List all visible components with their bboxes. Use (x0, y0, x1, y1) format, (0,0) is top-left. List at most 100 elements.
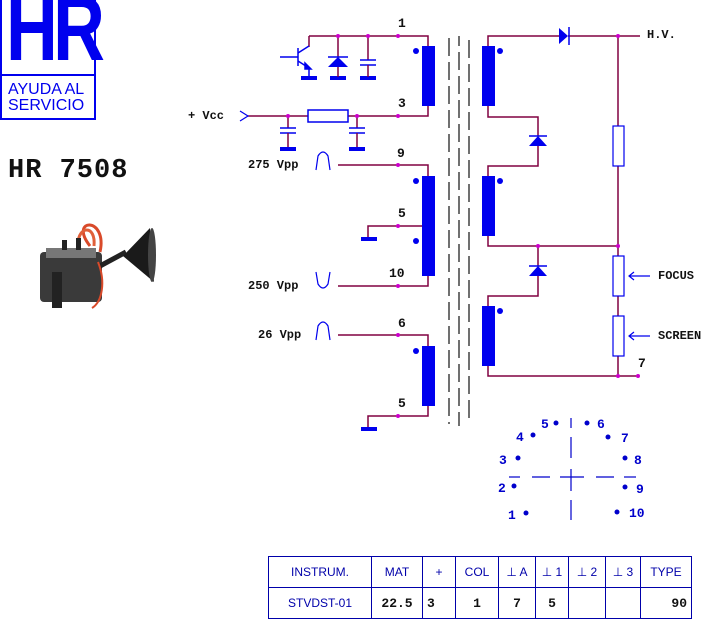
cascade-diode-icon (529, 135, 547, 146)
header-cell: + (422, 556, 456, 588)
polarity-dot (413, 48, 419, 54)
resistor-icon (307, 109, 349, 123)
screen-pot-icon (612, 315, 625, 357)
logo-tagline: AYUDA AL SERVICIO (8, 82, 84, 114)
screen-label: SCREEN (658, 329, 701, 343)
socket-pin-dot (614, 509, 620, 515)
wire-pin3 (336, 104, 429, 117)
node (396, 114, 400, 118)
winding-primary-3 (422, 346, 435, 406)
node (616, 34, 620, 38)
node (616, 244, 620, 248)
socket-pin-dot (553, 420, 559, 426)
value-cell: 3 (422, 587, 456, 619)
pin-label: 1 (398, 16, 406, 31)
socket-pin-dot (622, 484, 628, 490)
focus-arrow-icon (628, 271, 650, 281)
capacitor-icon (360, 59, 376, 77)
socket-pinout (509, 418, 636, 520)
socket-pin-label: 10 (629, 506, 645, 521)
winding-secondary-1 (482, 46, 495, 106)
polarity-dot (497, 48, 503, 54)
header-cell: ⊥ 1 (535, 556, 569, 588)
pin-label: 5 (398, 396, 406, 411)
wire-sec3-bottom (487, 366, 638, 377)
ground-icon (301, 76, 317, 80)
header-cell: COL (455, 556, 499, 588)
node (366, 34, 370, 38)
hr-logo: HR AYUDA AL SERVICIO (0, 0, 105, 120)
pin-label: 10 (389, 266, 405, 281)
socket-pin-label: 9 (636, 482, 644, 497)
node (396, 224, 400, 228)
value-cell: STVDST-01 (268, 587, 372, 619)
damper-diode-icon (328, 56, 348, 77)
socket-pin-label: 2 (498, 481, 506, 496)
ground-icon (349, 147, 365, 151)
hv-label: H.V. (647, 28, 676, 42)
pin-label: 3 (398, 96, 406, 111)
header-cell: INSTRUM. (268, 556, 372, 588)
wire-diode3-bottom (487, 276, 539, 306)
socket-pin-label: 4 (516, 430, 524, 445)
transistor-icon (280, 45, 313, 77)
node (355, 114, 359, 118)
ground-icon (360, 76, 376, 80)
pin-label: 9 (397, 146, 405, 161)
logo-line-2: SERVICIO (8, 97, 85, 114)
node (616, 374, 620, 378)
socket-pin-dot (511, 483, 517, 489)
pulse-positive-icon (315, 151, 331, 171)
ground-icon (280, 147, 296, 151)
screen-arrow-icon (628, 331, 650, 341)
pulse-negative-icon (315, 271, 331, 289)
ground-icon (361, 237, 377, 241)
node (286, 114, 290, 118)
capacitor-icon (280, 127, 296, 147)
logo-line-1: AYUDA AL (8, 81, 85, 98)
photo-pot-2 (76, 238, 81, 250)
wire-sec2-bottom (487, 236, 618, 247)
pulse-positive-icon (315, 321, 331, 341)
polarity-dot (413, 238, 419, 244)
wire-pin6 (338, 334, 429, 346)
wire-pin1 (309, 35, 429, 48)
spec-table-header: INSTRUM. MAT + COL ⊥ A ⊥ 1 ⊥ 2 ⊥ 3 TYPE (268, 556, 692, 588)
winding-primary-2 (422, 176, 435, 276)
socket-pin-label: 6 (597, 417, 605, 432)
capacitor-icon (349, 127, 365, 147)
node (636, 374, 640, 378)
header-cell: ⊥ 3 (605, 556, 641, 588)
cascade-diode-icon (529, 265, 547, 276)
photo-core (52, 272, 62, 308)
socket-pin-dot (515, 455, 521, 461)
wire-pin9 (338, 164, 429, 176)
value-cell: 7 (498, 587, 536, 619)
value-cell: 1 (455, 587, 499, 619)
spec-table: INSTRUM. MAT + COL ⊥ A ⊥ 1 ⊥ 2 ⊥ 3 TYPE … (268, 556, 692, 619)
socket-pin-label: 5 (541, 417, 549, 432)
header-cell: ⊥ 2 (568, 556, 606, 588)
photo-suction-cup (123, 228, 154, 282)
value-cell (568, 587, 606, 619)
wire-sec1-bottom (487, 105, 539, 136)
flyback-photo (40, 223, 156, 309)
hv-diode-icon (559, 27, 570, 45)
model-title: HR 7508 (8, 156, 129, 186)
bleeder-resistor-icon (612, 125, 625, 167)
value-cell (605, 587, 641, 619)
node (396, 414, 400, 418)
header-cell: ⊥ A (498, 556, 536, 588)
wire-diode2-bottom (487, 146, 539, 176)
socket-pin-dot (605, 434, 611, 440)
socket-pin-label: 1 (508, 508, 516, 523)
photo-anode-wire (81, 223, 103, 253)
photo-cable (98, 249, 128, 269)
value-cell: 5 (535, 587, 569, 619)
polarity-dot (413, 178, 419, 184)
pulse-275-label: 275 Vpp (248, 158, 298, 172)
polarity-dot (497, 178, 503, 184)
wire-pin10 (338, 274, 429, 287)
socket-pin-label: 7 (621, 431, 629, 446)
